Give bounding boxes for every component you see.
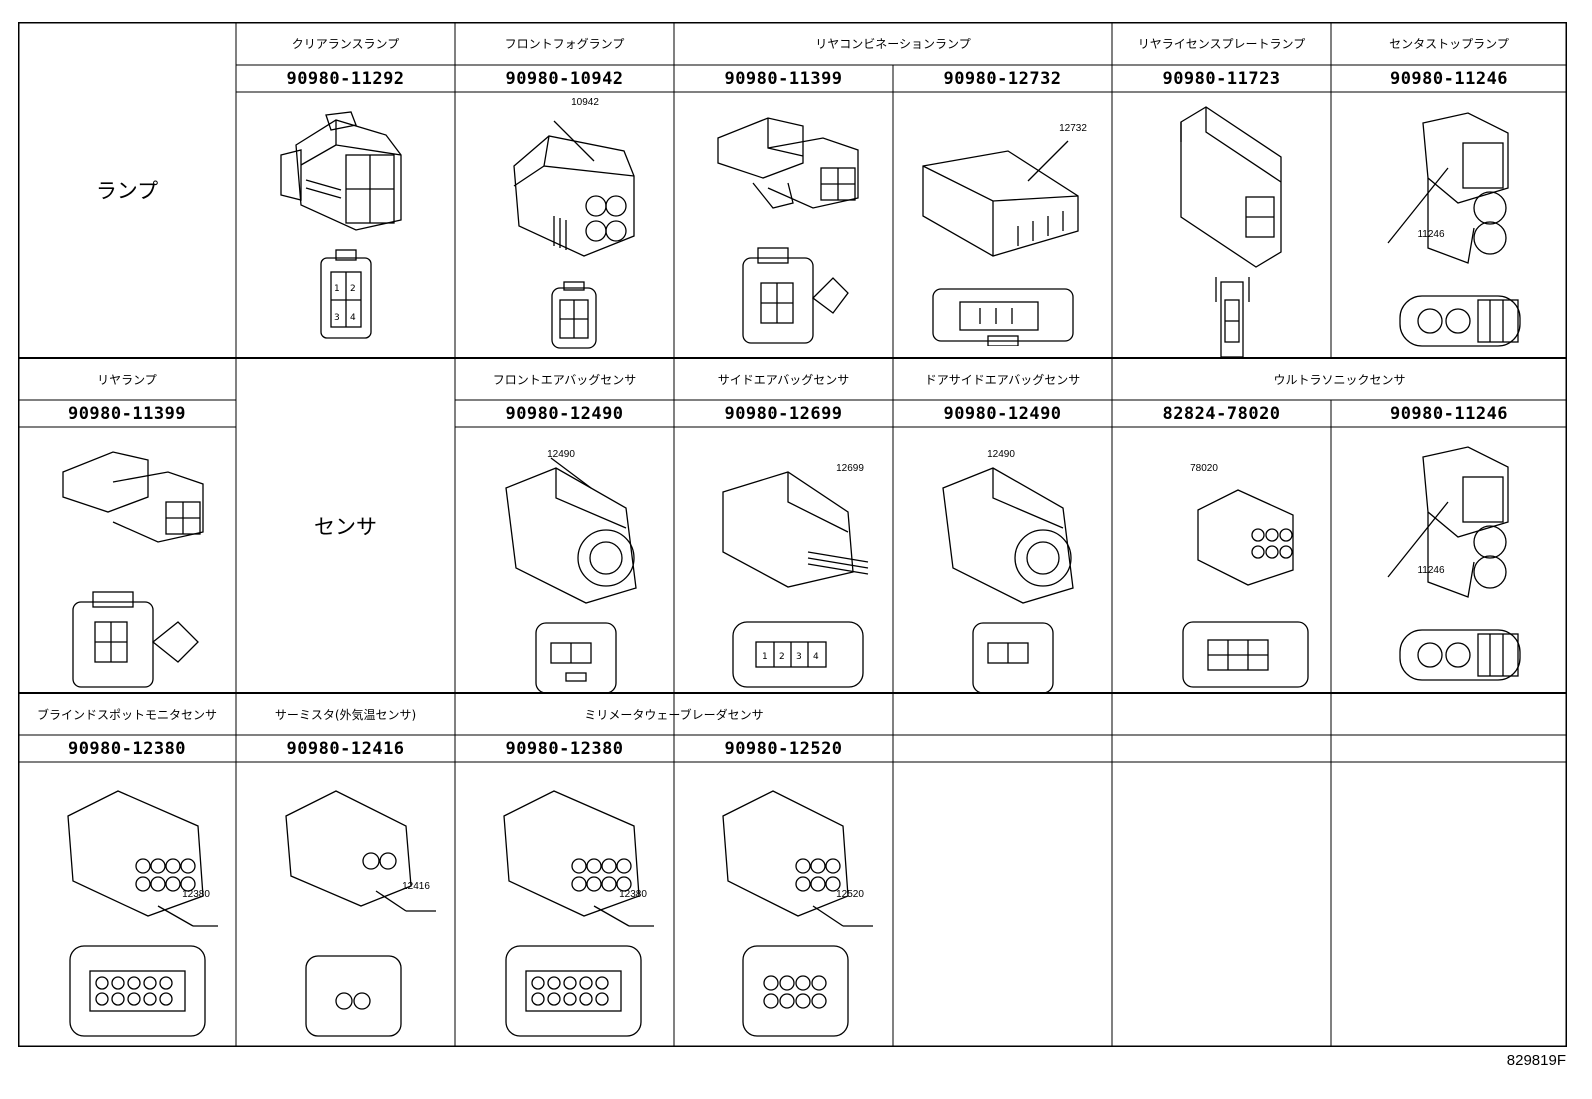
part-code-label: 11246 [1417,228,1445,240]
part-number: 90980-11399 [67,403,187,424]
part-code-label: 12416 [402,880,430,892]
header-rear-lamp: リヤランプ [97,372,157,387]
part-code-label: 11246 [1417,564,1445,576]
connector-illustration [918,106,1088,346]
part-number: 90980-12520 [724,738,843,759]
connector-illustration [58,442,208,692]
connector-illustration [1378,108,1538,358]
part-number: 90980-11399 [724,68,843,89]
svg-text:2: 2 [350,284,356,294]
header-door-side-airbag-sensor: ドアサイドエアバッグセンサ [924,372,1081,387]
part-number: 90980-12490 [505,403,624,424]
header-thermistor: サーミスタ(外気温センサ) [274,707,417,722]
svg-text:3: 3 [796,652,802,662]
connector-illustration [933,448,1083,693]
header-rear-combination-lamp: リヤコンビネーションランプ [815,37,971,51]
part-code-label: 12380 [182,888,210,900]
part-number: 90980-12380 [67,738,187,759]
connector-table: ランプ センサ クリアランスランプ フロントフォグランプ リヤコンビネーションラ… [18,22,1567,1047]
part-number: 90980-11723 [1162,68,1281,89]
svg-text:4: 4 [813,652,819,662]
part-number: 90980-12490 [943,403,1062,424]
header-millimeter-wave-radar-sensor: ミリメータウェーブレーダセンサ [584,707,764,722]
svg-text:1: 1 [334,284,340,294]
connector-illustration [496,448,646,693]
header-license-plate-lamp: リヤライセンスプレートランプ [1137,37,1306,51]
part-code-label: 12520 [836,888,864,900]
header-front-fog-lamp: フロントフォグランプ [504,37,625,51]
connector-illustration [58,776,218,1046]
connector-illustration: 1 2 3 4 [276,110,416,345]
connector-illustration [1378,442,1538,692]
part-code-label: 78020 [1190,462,1218,474]
svg-text:3: 3 [334,313,340,323]
connector-illustration [1178,470,1318,690]
part-number: 90980-12699 [724,403,843,424]
part-code-label: 12490 [547,448,575,460]
part-code-label: 12699 [836,462,864,474]
category-lamp: ランプ [95,179,159,203]
part-number: 90980-11292 [286,68,405,89]
connector-illustration [494,776,654,1046]
part-number: 82824-78020 [1162,403,1281,424]
table-grid-lines [18,22,1567,1047]
svg-text:1: 1 [762,652,768,662]
connector-illustration [713,776,873,1046]
connector-illustration [713,108,873,348]
part-number: 90980-12732 [943,68,1062,89]
part-code-label: 12490 [987,448,1015,460]
connector-illustration [1161,102,1291,362]
svg-text:4: 4 [350,313,356,323]
header-front-airbag-sensor: フロントエアバッグセンサ [492,372,637,387]
connector-illustration [494,96,654,356]
part-number: 90980-10942 [505,68,624,89]
header-center-stop-lamp: センタストップランプ [1389,37,1509,51]
svg-text:2: 2 [779,652,785,662]
category-sensor: センサ [314,514,377,539]
part-code-label: 12380 [619,888,647,900]
part-number: 90980-11246 [1389,403,1509,424]
part-number: 90980-12380 [505,738,624,759]
header-side-airbag-sensor: サイドエアバッグセンサ [717,372,850,387]
part-number: 90980-11246 [1389,68,1509,89]
connector-illustration: 1 2 3 4 [718,462,878,692]
connector-illustration [276,776,436,1046]
part-number: 90980-12416 [286,738,405,759]
part-code-label: 10942 [571,96,599,108]
part-code-label: 12732 [1059,122,1087,134]
header-blind-spot-monitor-sensor: ブラインドスポットモニタセンサ [36,707,217,722]
header-clearance-lamp: クリアランスランプ [291,37,400,51]
document-number: 829819F [1506,1052,1566,1069]
header-ultrasonic-sensor: ウルトラソニックセンサ [1273,372,1406,387]
